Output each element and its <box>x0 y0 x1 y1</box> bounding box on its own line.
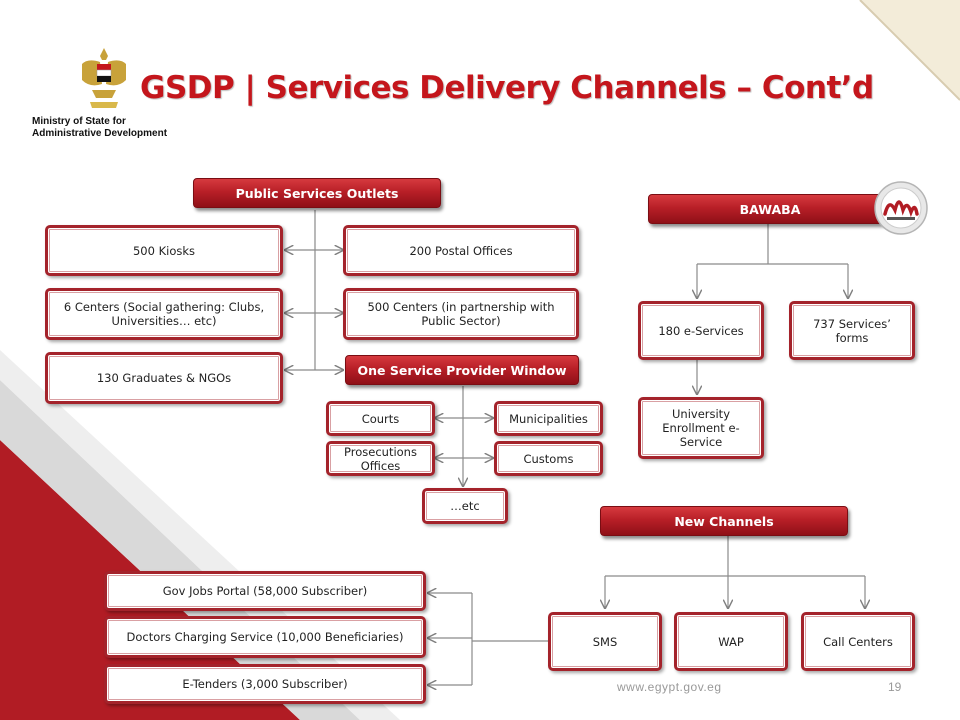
prosecutions-offices-box: Prosecutions Offices <box>326 441 435 476</box>
e-services-box: 180 e-Services <box>638 301 764 360</box>
university-enrollment-box: University Enrollment e-Service <box>638 397 764 459</box>
sms-box: SMS <box>548 612 662 671</box>
ministry-name: Ministry of State for Administrative Dev… <box>32 116 167 140</box>
public-services-outlets-header: Public Services Outlets <box>193 178 441 208</box>
new-channels-header: New Channels <box>600 506 848 536</box>
call-centers-box: Call Centers <box>801 612 915 671</box>
customs-box: Customs <box>494 441 603 476</box>
page-title: GSDP | Services Delivery Channels – Cont… <box>140 70 874 106</box>
e-tenders-box: E-Tenders (3,000 Subscriber) <box>104 664 426 704</box>
ministry-line-2: Administrative Development <box>32 128 168 139</box>
courts-box: Courts <box>326 401 435 436</box>
wap-box: WAP <box>674 612 788 671</box>
bawaba-logo-icon <box>874 181 928 235</box>
footer-url: www.egypt.gov.eg <box>617 680 722 694</box>
bawaba-header: BAWABA <box>648 194 892 224</box>
postal-offices-box: 200 Postal Offices <box>343 225 579 276</box>
gov-jobs-portal-box: Gov Jobs Portal (58,000 Subscriber) <box>104 571 426 611</box>
public-sector-centers-box: 500 Centers (in partnership with Public … <box>343 288 579 340</box>
etc-box: …etc <box>422 488 508 524</box>
kiosks-box: 500 Kiosks <box>45 225 283 276</box>
doctors-charging-box: Doctors Charging Service (10,000 Benefic… <box>104 616 426 658</box>
ministry-line-1: Ministry of State for <box>32 116 126 127</box>
one-service-window-header: One Service Provider Window <box>345 355 579 385</box>
municipalities-box: Municipalities <box>494 401 603 436</box>
egypt-eagle-emblem-icon <box>82 48 126 108</box>
graduates-ngos-box: 130 Graduates & NGOs <box>45 352 283 404</box>
social-centers-box: 6 Centers (Social gathering: Clubs, Univ… <box>45 288 283 340</box>
services-forms-box: 737 Services’ forms <box>789 301 915 360</box>
page-number: 19 <box>888 680 902 694</box>
